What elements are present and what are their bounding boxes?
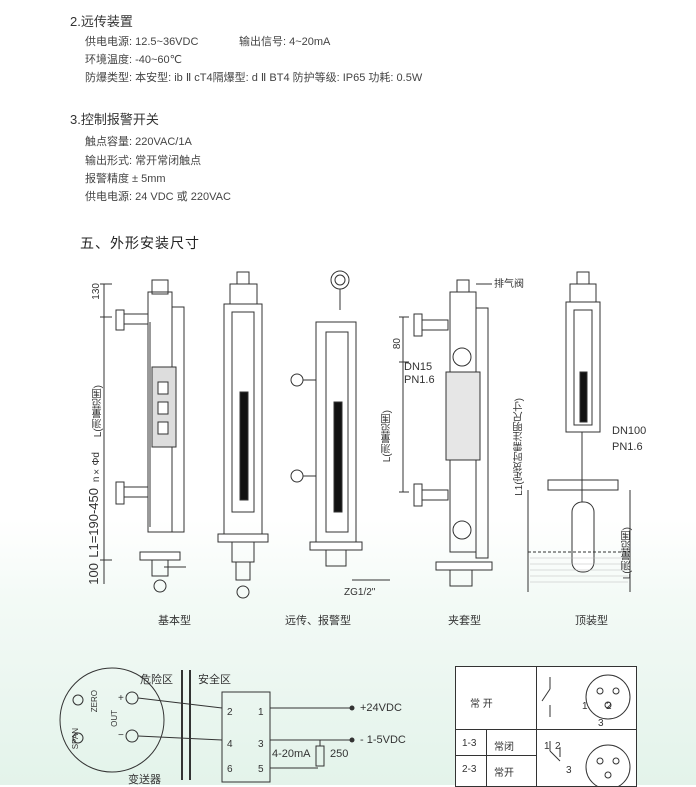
- v24-label: +24VDC: [360, 702, 402, 714]
- caption-basic: 基本型: [158, 615, 191, 627]
- label-pn16-a: PN1.6: [404, 374, 435, 386]
- basic-type-drawing: [100, 279, 186, 593]
- terminal-1: 1: [258, 707, 264, 718]
- row-2-3: 2-3: [462, 764, 477, 775]
- label-nxd: n×Φd: [91, 452, 102, 483]
- caption-top: 顶装型: [575, 615, 608, 627]
- label-l-range-3: L(测量范围): [622, 527, 633, 580]
- label-dn15: DN15: [404, 361, 433, 373]
- label-l1: L1=190-450: [86, 488, 101, 558]
- transmitter-label: 变送器: [128, 774, 161, 786]
- label-pn16-b: PN1.6: [612, 441, 643, 453]
- zero-label: ZERO: [90, 690, 99, 713]
- alarm-accuracy: 报警精度 ± 5mm: [85, 173, 166, 185]
- safe-zone: 安全区: [198, 674, 231, 686]
- remote-temp: 环境温度: -40~60℃: [85, 54, 183, 66]
- span-label: SPAN: [71, 728, 80, 750]
- ma-label: 4-20mA: [272, 748, 311, 760]
- remote-type-drawing: [217, 271, 269, 599]
- remote-alarm-drawing: [290, 270, 390, 581]
- label-vent: 排气阀: [494, 279, 524, 290]
- terminal-5: 5: [258, 764, 264, 775]
- terminal-2: 2: [227, 707, 233, 718]
- resistor-label: 250: [330, 748, 349, 760]
- pin-2-top: 2: [606, 701, 612, 712]
- label-l1-note: L1(定货时需注明尺寸): [514, 398, 525, 496]
- row-1-3-value: 常闭: [494, 742, 514, 753]
- out-label: OUT: [110, 710, 119, 727]
- label-l-range: L(测量范围): [93, 385, 104, 438]
- jacket-type-drawing: [399, 279, 493, 587]
- v15-label: - 1-5VDC: [360, 734, 406, 746]
- terminal-3: 3: [258, 739, 264, 750]
- dimension-drawings: [100, 270, 631, 599]
- terminal-6: 6: [227, 764, 233, 775]
- alarm-output: 输出形式: 常开常闭触点: [85, 155, 202, 167]
- pin-3-bottom: 3: [566, 765, 572, 776]
- pin-1-top: 1: [582, 701, 588, 712]
- alarm-capacity: 触点容量: 220VAC/1A: [85, 136, 192, 148]
- pin-1-bottom: 1: [544, 741, 550, 752]
- plus-label: +: [118, 693, 124, 704]
- switch-symbols: [541, 674, 631, 786]
- dims-title: 五、外形安装尺寸: [80, 235, 200, 251]
- caption-jacket: 夹套型: [448, 615, 481, 627]
- remote-explosion: 防爆类型: 本安型: ib Ⅱ cT4隔爆型: d Ⅱ BT4 防护等级: IP…: [85, 72, 423, 84]
- label-zg: ZG1/2": [344, 587, 376, 598]
- switch-table: 常 开 1-3 常闭 2-3 常开 1 2 3 1 2 3: [455, 666, 637, 787]
- pin-3-top: 3: [598, 718, 604, 729]
- label-130: 130: [91, 283, 102, 300]
- label-80: 80: [392, 338, 403, 350]
- remote-power: 供电电源: 12.5~36VDC: [85, 36, 199, 48]
- minus-label: −: [118, 730, 124, 741]
- row-2-3-value: 常开: [494, 768, 514, 779]
- remote-signal: 输出信号: 4~20mA: [239, 36, 331, 48]
- label-dn100: DN100: [612, 425, 647, 437]
- row-1-3: 1-3: [462, 738, 477, 749]
- alarm-title: 3.控制报警开关: [70, 112, 159, 127]
- terminal-4: 4: [227, 739, 233, 750]
- wiring-diagram: [59, 667, 355, 783]
- caption-remote: 远传、报警型: [285, 615, 351, 627]
- alarm-power: 供电电源: 24 VDC 或 220VAC: [85, 191, 231, 203]
- label-100: 100: [86, 563, 101, 585]
- pin-2-bottom: 2: [555, 741, 561, 752]
- top-type-drawing: [527, 271, 631, 592]
- remote-title: 2.远传装置: [70, 14, 133, 29]
- label-l-range-2: L(测量范围): [382, 410, 393, 463]
- normally-open-label: 常 开: [470, 699, 493, 710]
- danger-zone: 危险区: [140, 674, 173, 686]
